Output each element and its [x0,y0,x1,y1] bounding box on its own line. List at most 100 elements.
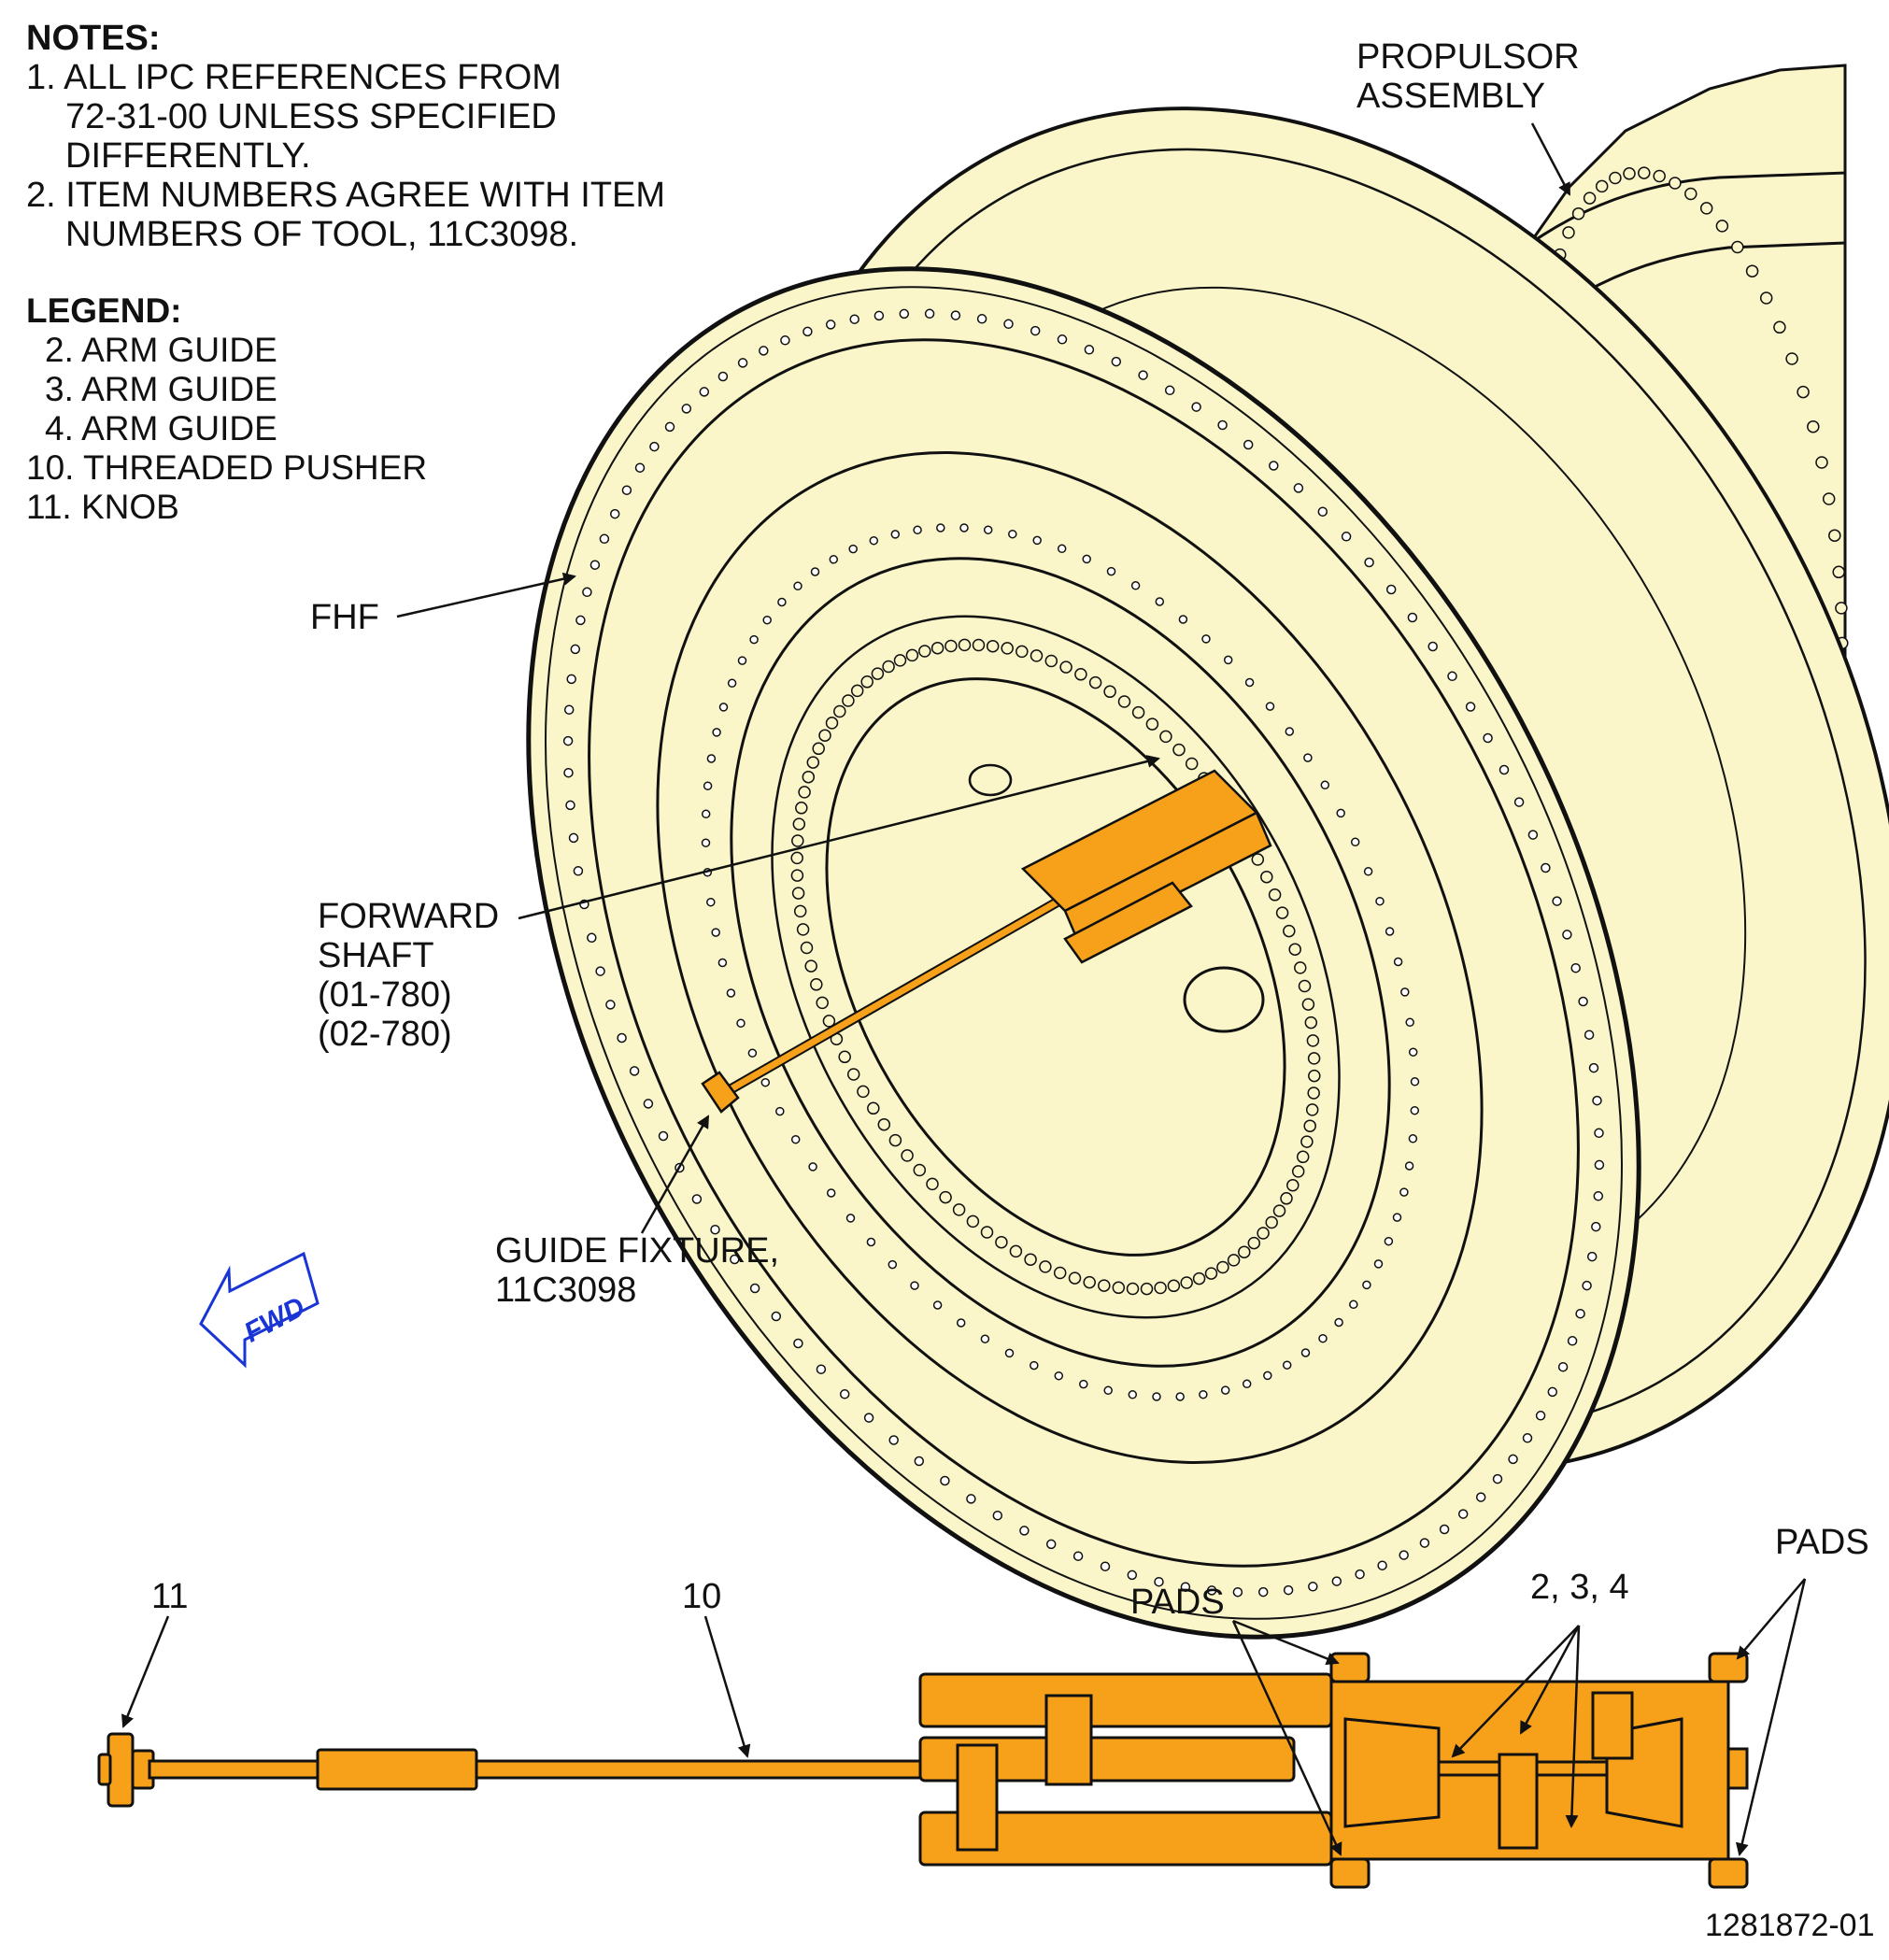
bolt-hole [1377,1560,1387,1570]
hub-stud [901,1149,914,1162]
bolt-hole [701,838,711,847]
propulsor-stud [1785,352,1798,365]
bolt-hole [826,1188,836,1198]
bolt-hole [1336,808,1345,818]
bolt-hole [1355,1569,1365,1580]
legend-item-2: 2. ARM GUIDE [45,331,277,369]
hub-stud [790,869,804,882]
bolt-hole [1155,597,1165,606]
bolt-hole [1392,1213,1402,1222]
propulsor-stud [1832,565,1845,579]
hub-stud [1083,1275,1096,1289]
bolt-hole [1269,461,1279,471]
bolt-hole [737,656,747,665]
hub-stud [1294,961,1307,974]
hub-stud [1024,1253,1037,1266]
bolt-hole [1206,1585,1217,1596]
hub-stud [893,654,907,667]
bolt-hole [802,326,813,337]
hub-stud [1298,979,1312,993]
forward-shaft-line-3: (01-780) [318,975,452,1015]
forward-shaft-label: FORWARD SHAFT (01-780) (02-780) [318,897,499,1054]
bolt-hole [1318,1333,1328,1343]
bolt-hole [810,567,820,576]
hub-stud [939,1190,952,1204]
leader-propulsor [1530,122,1571,196]
legend-item-10: 10. THREADED PUSHER [26,448,428,487]
hub-stud [1257,1227,1270,1240]
detail-clamp-left [956,1743,999,1852]
bolt-hole [913,525,922,535]
hub-stud [793,904,807,918]
bolt-hole [1399,1550,1409,1560]
bolt-hole [825,320,836,330]
hub-stud [860,675,873,689]
bolt-hole [1447,671,1457,682]
arm-guides-label: 2, 3, 4 [1530,1568,1629,1607]
bolt-hole [1399,1187,1409,1197]
bolt-hole [664,421,675,433]
bolt-hole [1373,1259,1384,1269]
detail-pad-right-top [1708,1652,1749,1683]
hub-stud [944,639,958,653]
hub-stud [1074,668,1087,681]
leader-item-10 [703,1615,751,1758]
bolt-hole [899,308,910,320]
bolt-hole [940,1475,950,1486]
bolt-hole [1575,1308,1585,1319]
bolt-hole [703,781,713,790]
bolt-hole [1535,1411,1546,1421]
hub-stud [1172,743,1186,757]
bolt-hole [1475,1492,1486,1502]
hub-stud [1291,1165,1305,1178]
fhf-rim-edge [545,286,1623,1620]
bolt-hole [771,1311,782,1322]
bolt-hole [1331,1576,1342,1586]
item-10-label: 10 [682,1577,722,1616]
hub-stud [1251,853,1265,866]
bolt-hole [914,1456,925,1467]
hub-stud [882,660,895,674]
bolt-hole [1164,385,1175,396]
bolt-hole [1363,867,1373,876]
bolt-hole [829,555,839,564]
hub-stud [1305,1103,1319,1116]
bolt-hole [983,525,993,534]
fhf-hub-bolt-holes [701,523,1420,1401]
bolt-hole [1393,957,1403,967]
leader-arm-guide-3 [1565,1625,1581,1828]
installed-arm [1063,881,1193,964]
fhf-bore-boss [968,763,1013,797]
notes-block: NOTES: 1. ALL IPC REFERENCES FROM 72-31-… [26,19,665,254]
bolt-hole [1100,1561,1111,1571]
hub-stud [1068,1271,1082,1285]
bolt-hole [1293,483,1304,493]
hub-stud [905,648,919,662]
bolt-hole [1364,557,1374,568]
hub-stud [838,1050,851,1064]
hub-stud [1272,1204,1286,1217]
bolt-hole [1408,1134,1418,1143]
hub-stud [846,1068,860,1081]
detail-pusher-sleeve [316,1748,478,1791]
note-2-line-2: NUMBERS OF TOOL, 11C3098. [65,215,579,254]
bolt-hole [1408,1047,1418,1057]
hub-stud [1268,888,1282,902]
hub-stud [1300,1135,1314,1148]
hub-stud [1265,1215,1278,1229]
bolt-hole [699,387,710,397]
bolt-hole [890,530,901,539]
hub-stud [1306,1034,1320,1047]
legend-header: LEGEND: [26,291,182,330]
detail-pad-left-bottom [1329,1857,1371,1889]
bolt-hole [691,1194,703,1204]
hub-stud [1131,705,1145,719]
bolt-hole [1410,1077,1420,1087]
fhf-bore-cutout [1183,966,1265,1033]
bolt-hole [1591,1221,1601,1232]
hub-stud [1053,1266,1067,1280]
bolt-hole [566,674,576,685]
bolt-hole [681,404,692,414]
installed-knob [701,1071,740,1114]
